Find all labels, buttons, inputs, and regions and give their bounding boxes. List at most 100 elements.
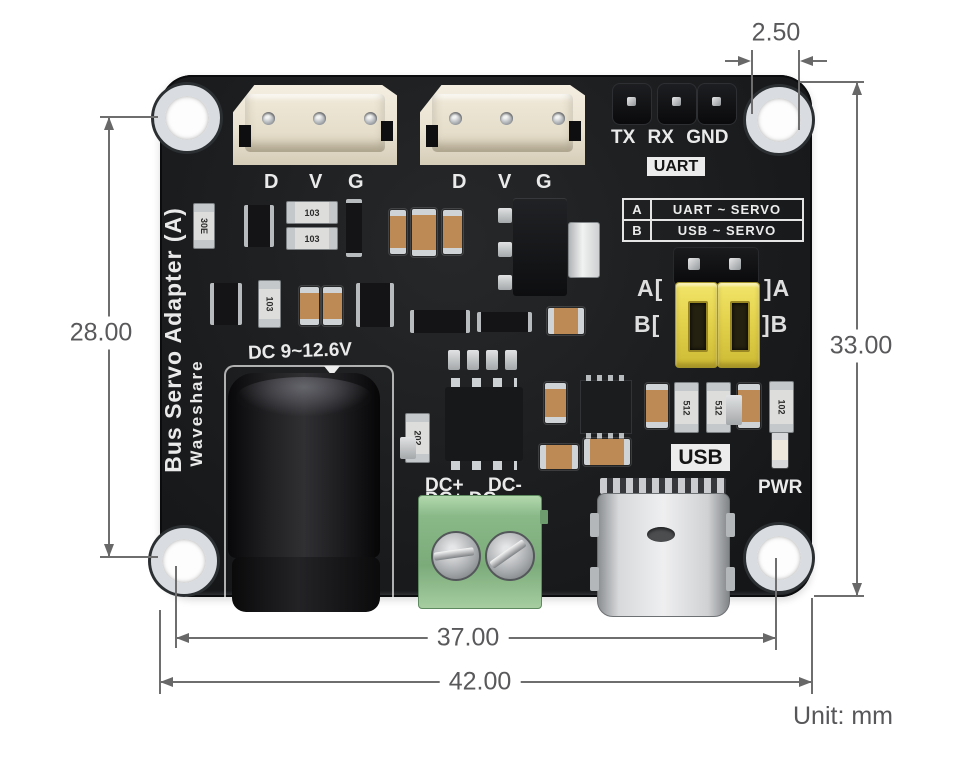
mode-key-a: A (624, 200, 652, 219)
cap-component (412, 209, 436, 256)
res-component: 103 (286, 227, 338, 250)
res-component: 102 (769, 381, 794, 433)
uart-header-pin-rx (657, 83, 697, 125)
dim-250-seg-right (813, 60, 827, 62)
dim-28-label: 28.00 (60, 316, 142, 350)
dim-33-label: 33.00 (820, 329, 902, 363)
sot-component (356, 283, 394, 327)
servo1-label-v: V (309, 171, 323, 193)
dim-37-arrow-right (763, 633, 776, 643)
dim-250-label: 2.50 (742, 16, 810, 50)
uart-header-pin-gnd (697, 83, 737, 125)
servo2-label-d: D (452, 171, 467, 193)
pad-component (726, 395, 742, 425)
pad-component (498, 242, 512, 257)
mounting-hole-top-right (746, 87, 812, 153)
mode-key-b: B (624, 221, 652, 240)
servo-pin (449, 112, 462, 125)
res-component: 512 (674, 382, 699, 433)
jumper-cap-1 (675, 282, 718, 368)
dim-37-ext-right (775, 558, 777, 650)
pad-component (505, 350, 517, 370)
servo-pin (552, 112, 565, 125)
dc-hidden-row-label: DC+ DC (425, 489, 535, 495)
dim-250-ext-right (798, 50, 800, 130)
terminal-screw-negative (485, 531, 535, 581)
servo-pin (313, 112, 326, 125)
component-marking: 103 (304, 207, 320, 218)
res-component: 103 (286, 201, 338, 224)
cap-component (646, 384, 668, 428)
mounting-hole-top-left (154, 85, 220, 151)
sot-component (210, 283, 242, 325)
mode-table: A UART ~ SERVO B USB ~ SERVO (622, 198, 804, 242)
connector-notch (426, 125, 438, 147)
dim-250-seg-left (725, 60, 738, 62)
silver-component (568, 222, 600, 278)
servo1-label-g: G (348, 171, 364, 193)
pad-component (448, 350, 460, 370)
pad-component (400, 437, 416, 459)
pad-component (498, 208, 512, 223)
servo-connector-1 (233, 85, 397, 165)
sot-component (244, 205, 274, 247)
pad-component (486, 350, 498, 370)
servo-connector-2 (420, 85, 585, 165)
dim-37-arrow-left (176, 633, 189, 643)
cap-component (584, 439, 630, 465)
component-marking: 102 (776, 399, 787, 415)
mounting-hole-bottom-right (746, 525, 812, 591)
dim-33-ext-bottom (814, 595, 864, 597)
uart-header-pin-tx (612, 83, 652, 125)
connector-notch (381, 121, 393, 141)
jumper-label-b-left: B[ (634, 311, 661, 337)
power-spec-label: DC 9~12.6V (247, 339, 353, 364)
jumper-label-b-right: ]B (762, 311, 789, 337)
soic-component (445, 378, 523, 470)
qfn-component (580, 375, 632, 439)
jumper-label-a-left: A[ (637, 275, 664, 301)
mode-row-b: B USB ~ SERVO (624, 219, 802, 240)
screw-slot (433, 547, 475, 561)
servo-pin (364, 112, 377, 125)
dim-42-label: 42.00 (439, 665, 521, 699)
servo-pin (262, 112, 275, 125)
sot-component (477, 312, 532, 332)
pwr-label: PWR (758, 477, 803, 498)
dc-minus-label: DC- (488, 475, 522, 496)
brand-label: Waveshare (187, 359, 206, 467)
servo2-label-g: G (536, 171, 552, 193)
connector-notch (239, 125, 251, 147)
usb-shell-tab (726, 513, 735, 537)
jumper-cap-slot (688, 301, 708, 352)
sot-component (410, 310, 470, 333)
dim-250-arrow-left (738, 56, 751, 66)
terminal-tab (540, 510, 548, 524)
jumper-cap-slot (730, 301, 750, 352)
sot-component (346, 199, 362, 257)
dim-28-ext-top (100, 116, 158, 118)
dim-37-label: 37.00 (427, 621, 509, 655)
res-component: 103 (258, 280, 281, 328)
dc-screw-terminal (418, 495, 548, 609)
cap-component (548, 308, 584, 334)
cap-component (540, 445, 578, 469)
servo2-label-v: V (498, 171, 512, 193)
jumper-label-a-right: ]A (764, 275, 791, 301)
jumper-header (673, 247, 759, 285)
dim-28-ext-bottom (100, 556, 158, 558)
cap-component (323, 287, 342, 325)
mounting-hole-bottom-left (151, 528, 217, 594)
cap-component (738, 384, 760, 428)
connector-notch (569, 121, 581, 141)
pcb-board: D V G D V G TX RX GND UART A UART ~ SERV… (151, 75, 812, 617)
component-marking: 512 (713, 399, 724, 416)
dim-28-arrow-top (104, 117, 114, 130)
dim-250-arrow-right (800, 56, 813, 66)
barrel-jack (228, 373, 380, 558)
pad-component (467, 350, 479, 370)
mode-row-a: A UART ~ SERVO (624, 200, 802, 219)
servo-pin (500, 112, 513, 125)
cap-component (300, 287, 319, 325)
pwr-led (772, 432, 788, 468)
